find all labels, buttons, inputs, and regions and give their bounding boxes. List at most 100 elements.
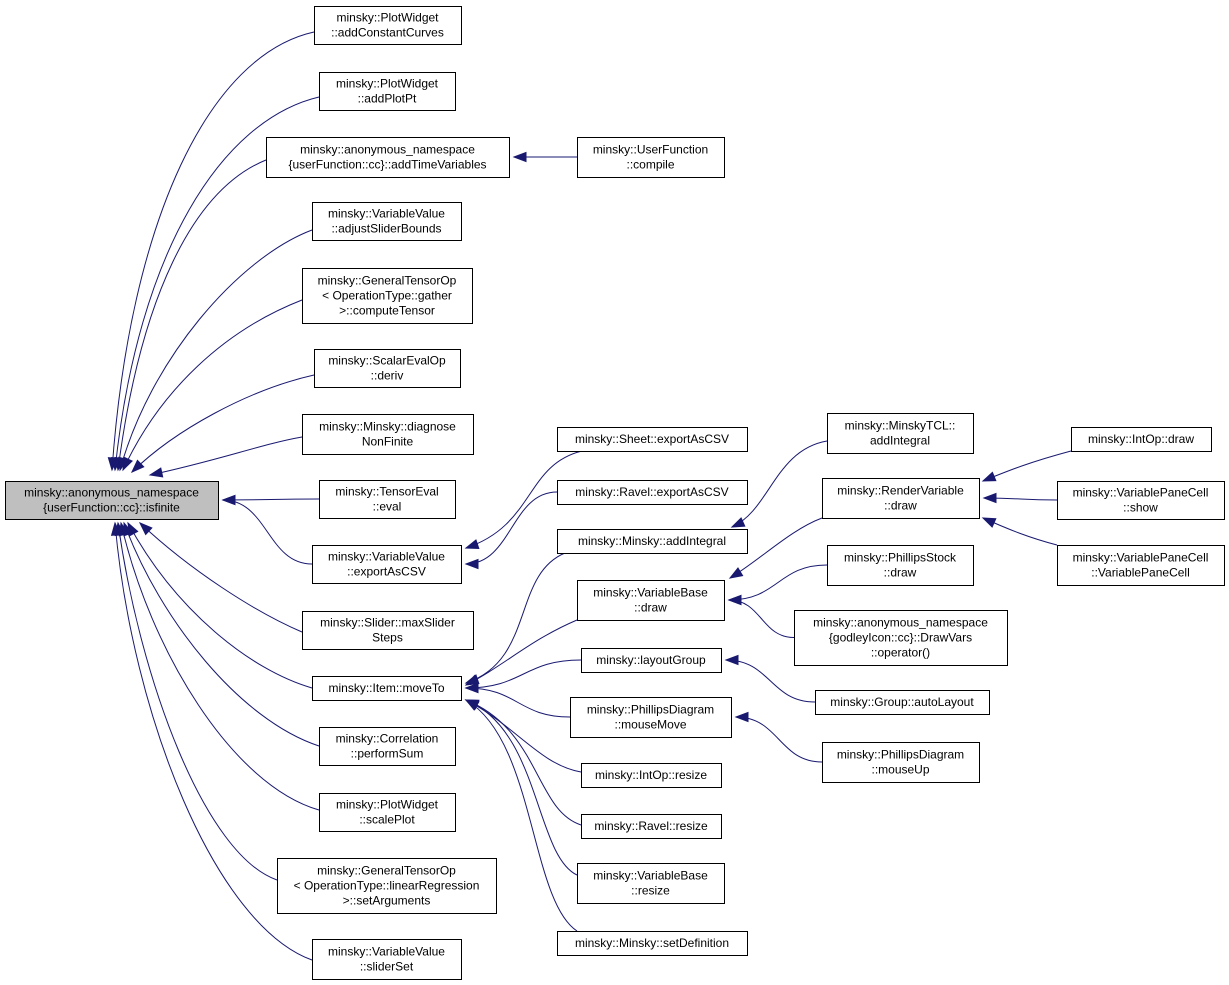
node-label-line: minsky::layoutGroup bbox=[596, 653, 706, 667]
node-isfinite[interactable]: minsky::anonymous_namespace{userFunction… bbox=[5, 481, 219, 520]
arrowhead-tclAddIntegral-to-addIntegral bbox=[730, 517, 746, 528]
node-layoutGroup[interactable]: minsky::layoutGroup bbox=[581, 648, 722, 673]
node-vpcShow[interactable]: minsky::VariablePaneCell::show bbox=[1057, 481, 1225, 520]
node-ravelExportAsCSV[interactable]: minsky::Ravel::exportAsCSV bbox=[557, 480, 748, 505]
arrowhead-pdMouseMove-to-moveTo bbox=[464, 682, 479, 694]
node-sliderSet[interactable]: minsky::VariableValue::sliderSet bbox=[312, 939, 462, 980]
node-addTimeVariables[interactable]: minsky::anonymous_namespace{userFunction… bbox=[266, 137, 510, 178]
node-label-line: minsky::PhillipsStock bbox=[844, 551, 957, 565]
edge-diagnoseNonFinite-to-isfinite bbox=[149, 436, 303, 476]
node-box bbox=[581, 648, 722, 673]
node-addPlotPt[interactable]: minsky::PlotWidget::addPlotPt bbox=[319, 72, 456, 111]
node-label-line: minsky::Item::moveTo bbox=[328, 681, 444, 695]
arrowhead-deriv-to-isfinite bbox=[130, 459, 145, 473]
node-box bbox=[319, 793, 456, 832]
node-box bbox=[1057, 545, 1225, 586]
node-drawVars[interactable]: minsky::anonymous_namespace{godleyIcon::… bbox=[794, 610, 1008, 666]
node-label-line: minsky::VariableBase bbox=[593, 586, 708, 600]
node-performSum[interactable]: minsky::Correlation::performSum bbox=[319, 727, 456, 766]
arrowhead-computeTensor-to-isfinite bbox=[122, 456, 133, 472]
node-label-line: ::operator() bbox=[871, 646, 930, 660]
node-tensorEval[interactable]: minsky::TensorEval::eval bbox=[319, 480, 456, 519]
node-box bbox=[557, 931, 748, 956]
node-autoLayout[interactable]: minsky::Group::autoLayout bbox=[815, 690, 990, 715]
edge-intOpDraw-to-rvDraw bbox=[982, 450, 1072, 482]
node-box bbox=[827, 413, 974, 454]
node-psDraw[interactable]: minsky::PhillipsStock::draw bbox=[827, 545, 974, 586]
node-sheetExportAsCSV[interactable]: minsky::Sheet::exportAsCSV bbox=[557, 427, 748, 452]
edge-sliderSet-to-isfinite bbox=[114, 522, 313, 961]
edge-deriv-to-isfinite bbox=[131, 374, 315, 473]
node-vbResize[interactable]: minsky::VariableBase::resize bbox=[577, 863, 725, 904]
node-box bbox=[314, 349, 461, 388]
node-label-line: ::scalePlot bbox=[359, 813, 415, 827]
edge-maxSliderSteps-to-isfinite bbox=[139, 522, 303, 633]
node-setDefinition[interactable]: minsky::Minsky::setDefinition bbox=[557, 931, 748, 956]
node-moveTo[interactable]: minsky::Item::moveTo bbox=[312, 676, 462, 701]
node-label-line: ::show bbox=[1123, 501, 1158, 515]
node-label-line: < OperationType::linearRegression bbox=[294, 879, 480, 893]
arrowhead-rvDraw-to-vbDraw bbox=[728, 567, 744, 579]
edge-layoutGroup-to-moveTo bbox=[465, 659, 582, 689]
node-vpcCtor[interactable]: minsky::VariablePaneCell::VariablePaneCe… bbox=[1057, 545, 1225, 586]
node-adjustSliderBounds[interactable]: minsky::VariableValue::adjustSliderBound… bbox=[312, 202, 462, 241]
edge-addTimeVariables-to-isfinite bbox=[117, 159, 267, 471]
node-label-line: minsky::Sheet::exportAsCSV bbox=[575, 432, 729, 446]
node-label-line: minsky::GeneralTensorOp bbox=[318, 274, 457, 288]
edge-vbDraw-to-moveTo bbox=[465, 619, 578, 686]
node-rvDraw[interactable]: minsky::RenderVariable::draw bbox=[822, 478, 980, 519]
node-label-line: ::adjustSliderBounds bbox=[331, 222, 441, 236]
node-vbDraw[interactable]: minsky::VariableBase::draw bbox=[577, 580, 725, 621]
node-pdMouseMove[interactable]: minsky::PhillipsDiagram::mouseMove bbox=[570, 697, 732, 738]
node-label-line: ::performSum bbox=[351, 747, 424, 761]
edge-ravelExportAsCSV-to-vvExportAsCSV bbox=[465, 491, 558, 565]
node-label-line: >::computeTensor bbox=[339, 304, 435, 318]
node-box bbox=[822, 742, 980, 783]
node-addConstantCurves[interactable]: minsky::PlotWidget::addConstantCurves bbox=[314, 6, 462, 45]
arrowhead-diagnoseNonFinite-to-isfinite bbox=[148, 467, 164, 478]
node-label-line: minsky::VariableValue bbox=[328, 550, 445, 564]
node-label-line: minsky::Minsky::diagnose bbox=[319, 420, 456, 434]
node-label-line: minsky::PhillipsDiagram bbox=[837, 748, 964, 762]
node-ravelResize[interactable]: minsky::Ravel::resize bbox=[581, 814, 722, 839]
node-addIntegral[interactable]: minsky::Minsky::addIntegral bbox=[557, 529, 748, 554]
node-label-line: minsky::Minsky::setDefinition bbox=[575, 936, 729, 950]
node-label-line: {godleyIcon::cc}::DrawVars bbox=[829, 631, 972, 645]
node-vvExportAsCSV[interactable]: minsky::VariableValue::exportAsCSV bbox=[312, 545, 462, 584]
node-pdMouseUp[interactable]: minsky::PhillipsDiagram::mouseUp bbox=[822, 742, 980, 783]
edge-addIntegral-to-moveTo bbox=[465, 552, 566, 684]
node-label-line: ::eval bbox=[373, 500, 402, 514]
node-tclAddIntegral[interactable]: minsky::MinskyTCL::addIntegral bbox=[827, 413, 974, 454]
node-label-line: {userFunction::cc}::addTimeVariables bbox=[288, 158, 486, 172]
arrowhead-compile-to-addTimeVariables bbox=[512, 151, 527, 163]
node-deriv[interactable]: minsky::ScalarEvalOp::deriv bbox=[314, 349, 461, 388]
node-computeTensor[interactable]: minsky::GeneralTensorOp< OperationType::… bbox=[302, 268, 473, 324]
node-scalePlot[interactable]: minsky::PlotWidget::scalePlot bbox=[319, 793, 456, 832]
root-node-box bbox=[5, 481, 219, 520]
node-label-line: < OperationType::gather bbox=[322, 289, 452, 303]
node-label-line: ::mouseUp bbox=[871, 763, 929, 777]
node-box bbox=[314, 6, 462, 45]
node-box bbox=[577, 580, 725, 621]
node-label-line: ::compile bbox=[626, 158, 674, 172]
edge-setArguments-to-isfinite bbox=[117, 522, 278, 881]
node-box bbox=[319, 72, 456, 111]
edge-vbResize-to-moveTo bbox=[465, 699, 578, 876]
node-box bbox=[557, 480, 748, 505]
edge-pdMouseMove-to-moveTo bbox=[465, 687, 571, 718]
arrowhead-ravelExportAsCSV-to-vvExportAsCSV bbox=[464, 558, 479, 570]
node-compile[interactable]: minsky::UserFunction::compile bbox=[577, 137, 725, 178]
node-box bbox=[1071, 427, 1212, 452]
node-intOpDraw[interactable]: minsky::IntOp::draw bbox=[1071, 427, 1212, 452]
edge-setDefinition-to-moveTo bbox=[465, 699, 578, 932]
node-box bbox=[319, 480, 456, 519]
edge-moveTo-to-isfinite bbox=[127, 522, 313, 689]
node-label-line: minsky::Correlation bbox=[336, 732, 439, 746]
node-label-line: minsky::RenderVariable bbox=[837, 484, 964, 498]
arrowhead-sliderSet-to-isfinite bbox=[110, 521, 122, 536]
node-intOpResize[interactable]: minsky::IntOp::resize bbox=[581, 763, 722, 788]
node-setArguments[interactable]: minsky::GeneralTensorOp< OperationType::… bbox=[277, 858, 497, 914]
node-box bbox=[557, 529, 748, 554]
